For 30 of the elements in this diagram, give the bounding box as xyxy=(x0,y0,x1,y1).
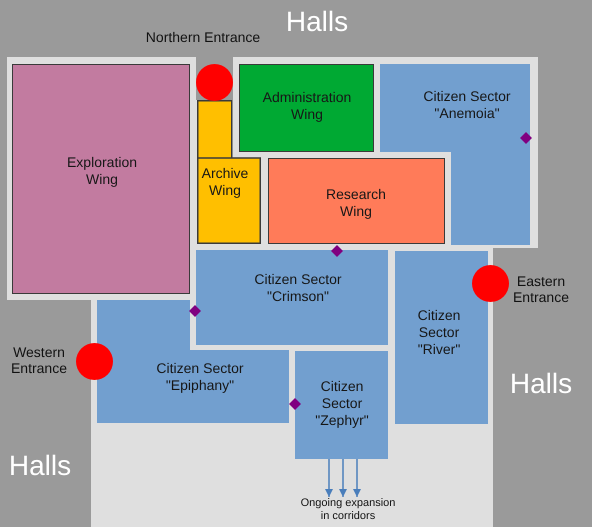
entrance-label: Eastern Entrance xyxy=(512,273,570,305)
expansion-note: Ongoing expansion in corridors xyxy=(298,497,398,523)
room-label: Research Wing xyxy=(325,186,387,220)
entrance-marker xyxy=(472,265,509,302)
arrow xyxy=(353,459,361,497)
entrance-marker xyxy=(196,64,233,101)
wing-block xyxy=(239,64,374,152)
entrance-label: Western Entrance xyxy=(10,344,68,376)
sector-block xyxy=(97,300,289,423)
area-label: Halls xyxy=(284,5,350,39)
wing-block xyxy=(197,100,261,244)
room-label: Administration Wing xyxy=(262,89,352,123)
wing-block xyxy=(268,158,445,244)
entrance-marker xyxy=(76,343,113,380)
arrow xyxy=(325,459,333,497)
area-label: Halls xyxy=(508,367,574,401)
room-label: Citizen Sector "Anemoia" xyxy=(422,88,512,122)
sector-block xyxy=(395,251,488,424)
sector-block xyxy=(196,250,388,345)
sector-block xyxy=(295,351,388,459)
room-label: Archive Wing xyxy=(200,165,250,199)
room-label: Exploration Wing xyxy=(66,154,138,188)
room-label: Citizen Sector "Crimson" xyxy=(253,271,343,305)
room-label: Citizen Sector "Epiphany" xyxy=(155,360,245,394)
room-label: Citizen Sector "River" xyxy=(416,307,462,358)
wing-block xyxy=(12,64,190,294)
area-label: Halls xyxy=(8,449,72,483)
room-label: Citizen Sector "Zephyr" xyxy=(314,378,370,429)
arrow xyxy=(339,459,347,497)
entrance-label: Northern Entrance xyxy=(146,29,260,45)
